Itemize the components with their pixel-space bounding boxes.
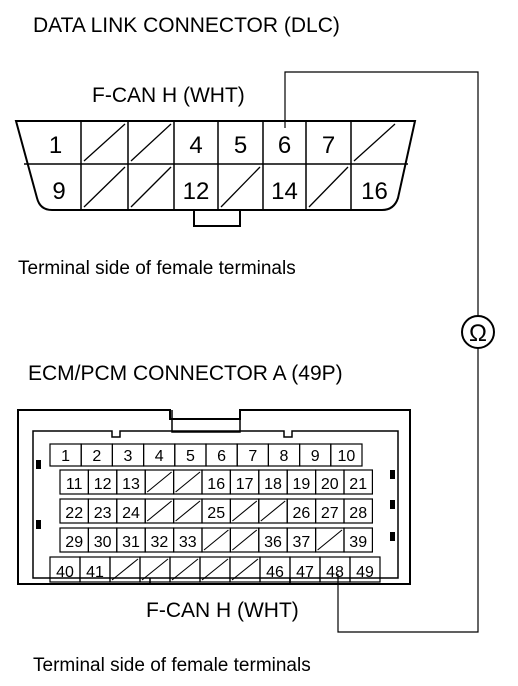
- ecm-caption: Terminal side of female terminals: [33, 655, 311, 676]
- ecm-terminal-17: 17: [236, 476, 254, 493]
- ecm-terminal-19: 19: [293, 476, 311, 493]
- ecm-terminal-41: 41: [86, 564, 104, 581]
- ecm-cell: [343, 469, 373, 495]
- ecm-empty-cavity: [317, 529, 343, 551]
- ecm-empty-cavity: [232, 529, 258, 551]
- ecm-terminal-20: 20: [321, 476, 339, 493]
- ecm-terminal-23: 23: [94, 505, 112, 522]
- ecm-terminal-47: 47: [296, 564, 314, 581]
- ecm-empty-cavity: [141, 558, 169, 581]
- dlc-terminal-14: 14: [271, 178, 298, 205]
- ecm-lock-tab: [390, 532, 395, 541]
- dlc-terminal-12: 12: [183, 178, 210, 205]
- test-wire: [284, 71, 479, 633]
- dlc-terminal-9: 9: [52, 178, 65, 205]
- ecm-terminal-12: 12: [94, 476, 112, 493]
- ecm-terminal-48: 48: [326, 564, 344, 581]
- ecm-terminal-8: 8: [280, 448, 289, 465]
- ecm-empty-cavity: [231, 558, 259, 581]
- ecm-empty-cavity: [111, 558, 139, 581]
- ecm-terminal-26: 26: [293, 505, 311, 522]
- ecm-terminal-39: 39: [349, 534, 367, 551]
- ecm-terminal-25: 25: [207, 505, 225, 522]
- ecm-lock-tab: [390, 470, 395, 479]
- dlc-title: DATA LINK CONNECTOR (DLC): [33, 14, 340, 37]
- ecm-terminal-40: 40: [56, 564, 74, 581]
- ecm-empty-cavity: [232, 500, 258, 522]
- ecm-terminal-6: 6: [217, 448, 226, 465]
- dlc-terminal-4: 4: [189, 132, 202, 159]
- ecm-terminal-30: 30: [94, 534, 112, 551]
- ecm-terminal-24: 24: [122, 505, 140, 522]
- dlc-terminal-16: 16: [361, 178, 388, 205]
- ecm-terminal-4: 4: [155, 448, 164, 465]
- ecm-connector: [17, 409, 411, 585]
- ecm-wire-label: F-CAN H (WHT): [146, 599, 299, 622]
- ecm-terminal-2: 2: [92, 448, 101, 465]
- ecm-terminal-32: 32: [151, 534, 169, 551]
- ecm-terminal-37: 37: [293, 534, 311, 551]
- ecm-empty-cavity: [201, 558, 229, 581]
- dlc-empty-cavity: [353, 123, 396, 162]
- ohmmeter-icon: Ω: [461, 315, 495, 349]
- ecm-cell: [330, 443, 363, 467]
- ecm-terminal-11: 11: [66, 476, 83, 493]
- ecm-cell: [343, 498, 373, 524]
- ecm-lock-tab: [36, 520, 41, 529]
- dlc-empty-cavity: [220, 166, 261, 208]
- dlc-empty-cavity: [83, 123, 126, 162]
- ecm-terminal-28: 28: [349, 505, 367, 522]
- ecm-cell: [343, 527, 373, 553]
- dlc-connector: [14, 120, 417, 227]
- dlc-caption: Terminal side of female terminals: [18, 258, 296, 279]
- ecm-terminal-22: 22: [65, 505, 83, 522]
- ecm-terminal-27: 27: [321, 505, 339, 522]
- ecm-terminal-29: 29: [65, 534, 83, 551]
- ecm-empty-cavity: [171, 558, 199, 581]
- ecm-terminal-13: 13: [122, 476, 140, 493]
- ecm-terminal-21: 21: [349, 476, 367, 493]
- ecm-empty-cavity: [260, 500, 286, 522]
- dlc-terminal-7: 7: [322, 132, 335, 159]
- ecm-terminal-46: 46: [266, 564, 284, 581]
- ecm-terminal-31: 31: [122, 534, 140, 551]
- ecm-terminal-49: 49: [356, 564, 374, 581]
- ecm-terminal-3: 3: [124, 448, 133, 465]
- dlc-empty-cavity: [130, 123, 172, 162]
- ecm-terminal-18: 18: [264, 476, 282, 493]
- ecm-terminal-9: 9: [311, 448, 320, 465]
- ohm-symbol: Ω: [469, 320, 487, 347]
- dlc-empty-cavity: [83, 166, 126, 208]
- ecm-terminal-1: 1: [61, 448, 70, 465]
- ecm-empty-cavity: [203, 529, 229, 551]
- ecm-terminal-16: 16: [207, 476, 225, 493]
- dlc-wire-label: F-CAN H (WHT): [92, 84, 245, 107]
- ecm-terminal-33: 33: [179, 534, 197, 551]
- dlc-terminal-5: 5: [234, 132, 247, 159]
- dlc-terminal-1: 1: [49, 132, 62, 159]
- ecm-cell: [349, 556, 381, 583]
- dlc-empty-cavity: [130, 166, 172, 208]
- dlc-terminal-6: 6: [278, 132, 291, 159]
- ecm-empty-cavity: [146, 471, 172, 493]
- ecm-empty-cavity: [175, 500, 201, 522]
- ecm-empty-cavity: [146, 500, 172, 522]
- ecm-terminal-5: 5: [186, 448, 195, 465]
- dlc-empty-cavity: [308, 166, 349, 208]
- ecm-empty-cavity: [175, 471, 201, 493]
- ecm-terminal-10: 10: [338, 448, 356, 465]
- ecm-lock-tab: [36, 460, 41, 469]
- ecm-terminal-7: 7: [248, 448, 257, 465]
- ecm-lock-tab: [390, 500, 395, 509]
- ecm-terminal-36: 36: [264, 534, 282, 551]
- ecm-title: ECM/PCM CONNECTOR A (49P): [28, 362, 343, 385]
